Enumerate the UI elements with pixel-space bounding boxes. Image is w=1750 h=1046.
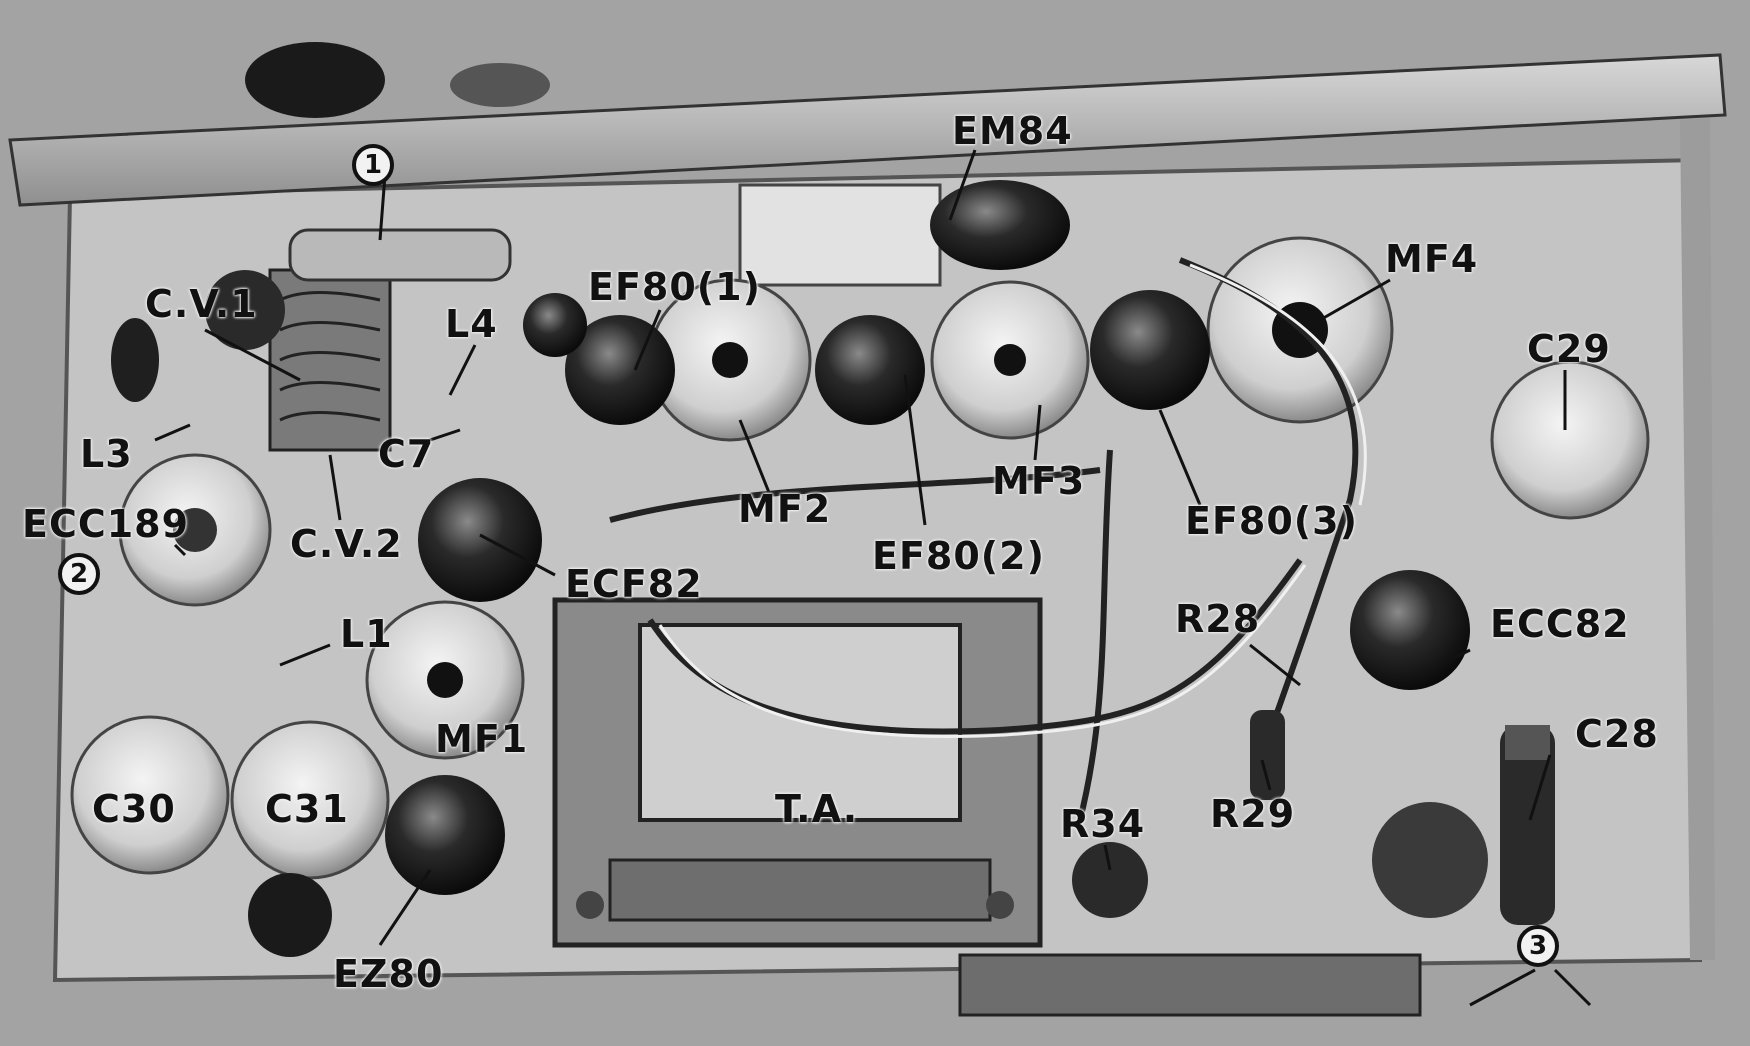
label-mf1: MF1 <box>435 717 529 761</box>
label-l3: L3 <box>80 432 133 476</box>
label-r29: R29 <box>1210 792 1296 836</box>
label-ez80: EZ80 <box>333 952 444 996</box>
label-mf2: MF2 <box>738 487 832 531</box>
label-ecf82: ECF82 <box>565 562 703 606</box>
label-ef80-2: EF80(2) <box>872 534 1045 578</box>
label-c29: C29 <box>1527 327 1611 371</box>
label-c31: C31 <box>265 787 349 831</box>
label-c30: C30 <box>92 787 176 831</box>
label-em84: EM84 <box>952 109 1073 153</box>
label-ecc189: ECC189 <box>22 502 190 546</box>
callout-2: 2 <box>58 553 100 595</box>
label-ecc82: ECC82 <box>1490 602 1630 646</box>
label-ef80-1: EF80(1) <box>588 265 761 309</box>
callout-1: 1 <box>352 144 394 186</box>
label-l4: L4 <box>445 302 498 346</box>
label-r28: R28 <box>1175 597 1261 641</box>
label-cv2: C.V.2 <box>290 522 403 566</box>
label-mf3: MF3 <box>992 459 1086 503</box>
label-c28: C28 <box>1575 712 1659 756</box>
label-mf4: MF4 <box>1385 237 1479 281</box>
label-c7: C7 <box>378 432 435 476</box>
label-ta: T.A. <box>775 787 859 831</box>
label-ef80-3: EF80(3) <box>1185 499 1358 543</box>
label-r34: R34 <box>1060 802 1146 846</box>
label-l1: L1 <box>340 612 393 656</box>
callout-3: 3 <box>1517 925 1559 967</box>
label-cv1: C.V.1 <box>145 282 258 326</box>
